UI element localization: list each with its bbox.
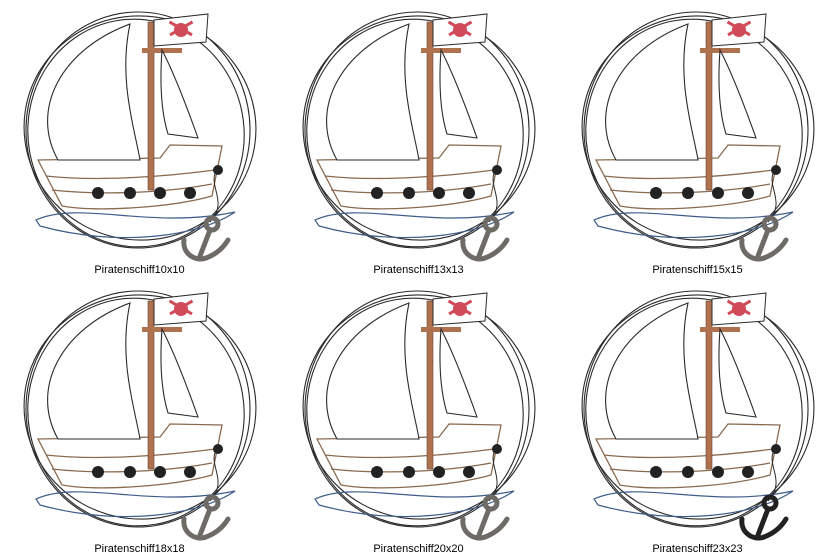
cannonball-icon [463, 187, 475, 199]
ship-sails [47, 23, 199, 161]
rope-knot-icon [771, 444, 781, 454]
frame-rings [23, 290, 257, 528]
thumbnail-label: Piratenschiff13x13 [373, 264, 464, 276]
cannonball-icon [184, 466, 196, 478]
pirate-ship-embroidery-image [23, 11, 257, 262]
pirate-ship-embroidery-image [581, 290, 815, 541]
ship-hull [594, 423, 781, 489]
frame-rings [581, 290, 815, 528]
anchor-icon [460, 494, 510, 541]
embroidery-artwork [581, 11, 815, 262]
cannonball-icon [650, 466, 662, 478]
thumbnail-label: Piratenschiff20x20 [373, 543, 464, 555]
water-wave [35, 211, 236, 239]
pirate-ship-embroidery-image [23, 290, 257, 541]
cannonball-icon [124, 187, 136, 199]
main-mast [147, 21, 155, 191]
cannonball-icon [403, 466, 415, 478]
rope-knot-icon [492, 444, 502, 454]
anchor-icon [739, 494, 789, 541]
main-mast [705, 300, 713, 470]
embroidery-artwork [581, 290, 815, 541]
ship-hull [36, 423, 223, 489]
skull-icon [168, 20, 194, 37]
skull-icon [726, 20, 752, 37]
cannonball-icon [403, 187, 415, 199]
cannonball-icon [742, 187, 754, 199]
main-mast [147, 300, 155, 470]
cannonball-icon [712, 466, 724, 478]
ship-sails [605, 302, 757, 440]
skull-icon [726, 299, 752, 316]
main-mast [705, 21, 713, 191]
thumbnail-label: Piratenschiff15x15 [652, 264, 743, 276]
ship-hull [36, 144, 223, 210]
anchor-icon [181, 494, 231, 541]
cannonball-icon [433, 187, 445, 199]
ship-sails [605, 23, 757, 161]
cannonball-icon [124, 466, 136, 478]
frame-rings [581, 11, 815, 249]
cannonball-icon [154, 466, 166, 478]
ship-sails [326, 302, 478, 440]
main-mast [426, 300, 434, 470]
cannonball-icon [371, 466, 383, 478]
thumbnail-item[interactable]: Piratenschiff10x10 [0, 0, 279, 279]
cannonball-icon [433, 466, 445, 478]
water-wave [593, 490, 794, 518]
rope-knot-icon [213, 165, 223, 175]
water-wave [314, 211, 515, 239]
anchor-icon [460, 215, 510, 262]
rope-knot-icon [213, 444, 223, 454]
cannonball-icon [184, 187, 196, 199]
water-wave [593, 211, 794, 239]
pirate-ship-embroidery-image [302, 290, 536, 541]
cannonball-icon [650, 187, 662, 199]
skull-icon [447, 299, 473, 316]
embroidery-artwork [23, 290, 257, 541]
ship-sails [326, 23, 478, 161]
cannonball-icon [682, 187, 694, 199]
ship-hull [315, 144, 502, 210]
pirate-ship-embroidery-image [302, 11, 536, 262]
embroidery-artwork [23, 11, 257, 262]
thumbnail-item[interactable]: Piratenschiff18x18 [0, 279, 279, 558]
cannonball-icon [92, 466, 104, 478]
ship-sails [47, 302, 199, 440]
thumbnail-item[interactable]: Piratenschiff15x15 [558, 0, 837, 279]
thumbnail-item[interactable]: Piratenschiff20x20 [279, 279, 558, 558]
ship-hull [315, 423, 502, 489]
water-wave [314, 490, 515, 518]
cannonball-icon [463, 466, 475, 478]
main-mast [426, 21, 434, 191]
cannonball-icon [154, 187, 166, 199]
embroidery-artwork [302, 290, 536, 541]
skull-icon [168, 299, 194, 316]
thumbnail-item[interactable]: Piratenschiff23x23 [558, 279, 837, 558]
rope-knot-icon [771, 165, 781, 175]
cannonball-icon [371, 187, 383, 199]
thumbnail-label: Piratenschiff23x23 [652, 543, 743, 555]
anchor-icon [181, 215, 231, 262]
thumbnail-label: Piratenschiff10x10 [94, 264, 185, 276]
cannonball-icon [712, 187, 724, 199]
frame-rings [302, 11, 536, 249]
frame-rings [302, 290, 536, 528]
water-wave [35, 490, 236, 518]
anchor-icon [739, 215, 789, 262]
pirate-ship-embroidery-image [581, 11, 815, 262]
thumbnail-item[interactable]: Piratenschiff13x13 [279, 0, 558, 279]
cannonball-icon [742, 466, 754, 478]
cannonball-icon [92, 187, 104, 199]
rope-knot-icon [492, 165, 502, 175]
skull-icon [447, 20, 473, 37]
cannonball-icon [682, 466, 694, 478]
thumbnail-label: Piratenschiff18x18 [94, 543, 185, 555]
embroidery-artwork [302, 11, 536, 262]
frame-rings [23, 11, 257, 249]
ship-hull [594, 144, 781, 210]
